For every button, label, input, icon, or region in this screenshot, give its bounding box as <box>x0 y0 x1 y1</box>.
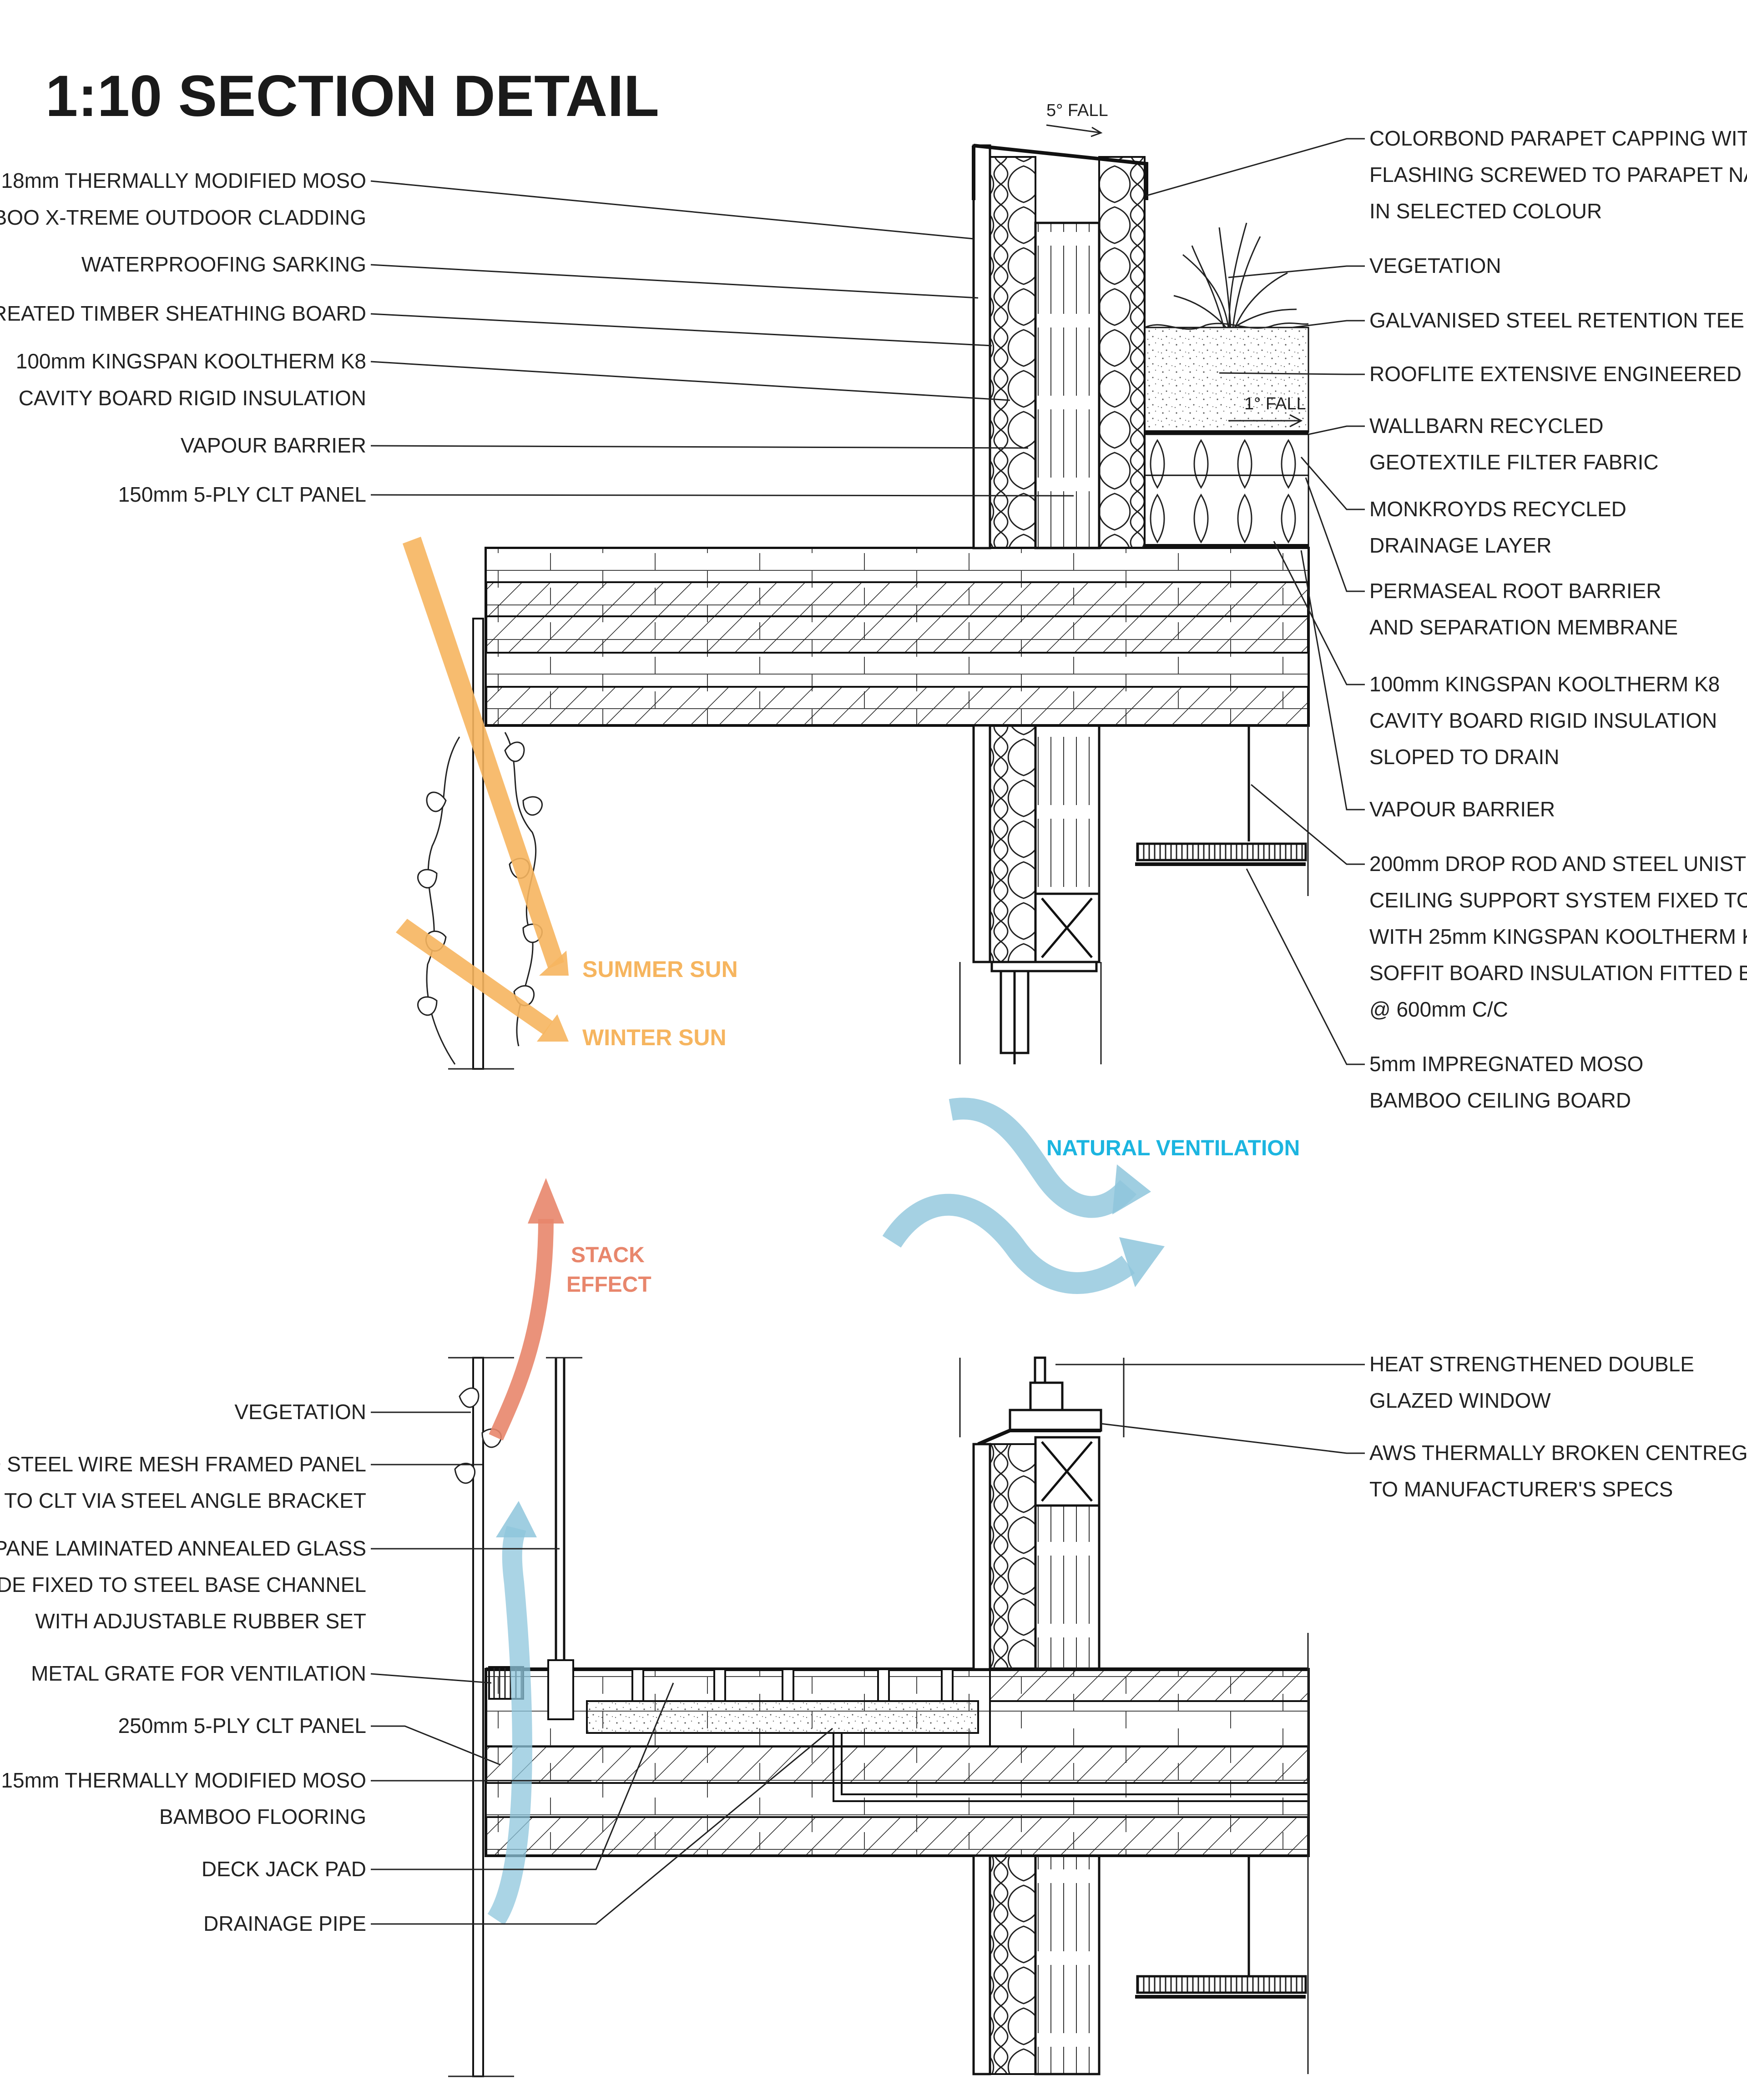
label-moso-cladding: 18mm THERMALLY MODIFIED MOSO <box>1 169 366 192</box>
label-wire-mesh: GALVANISED STEEL WIRE MESH FRAMED PANEL <box>0 1452 366 1476</box>
label-parapet-capping: COLORBOND PARAPET CAPPING WITH <box>1369 126 1747 150</box>
label-waterproofing-sarking: WATERPROOFING SARKING <box>81 252 366 276</box>
label-k8-sloped-2: CAVITY BOARD RIGID INSULATION <box>1369 709 1717 732</box>
label-k8-sloped: 100mm KINGSPAN KOOLTHERM K8 <box>1369 672 1720 696</box>
summer-sun-arrow <box>403 537 569 976</box>
label-drop-rod-2: CEILING SUPPORT SYSTEM FIXED TO CLT <box>1369 888 1747 912</box>
lower-section: STACK EFFECT NATURAL VENTILATION <box>448 1098 1310 2077</box>
label-k8-sloped-3: SLOPED TO DRAIN <box>1369 745 1560 769</box>
label-glass-balustrade: DOUBLE PANE LAMINATED ANNEALED GLASS <box>0 1536 366 1560</box>
natural-ventilation-label: NATURAL VENTILATION <box>1046 1136 1300 1160</box>
roof-fall-label: 1° FALL <box>1244 394 1306 413</box>
roof-clt-slab <box>485 547 1310 727</box>
label-moso-cladding-2: BAMBOO X-TREME OUTDOOR CLADDING <box>0 206 366 229</box>
label-parapet-capping-2: FLASHING SCREWED TO PARAPET NAILER <box>1369 163 1747 186</box>
roof-vegetation <box>1173 222 1297 328</box>
label-parapet-capping-3: IN SELECTED COLOUR <box>1369 199 1602 223</box>
label-retention-tee: GALVANISED STEEL RETENTION TEE <box>1369 308 1744 332</box>
natural-ventilation-arrows <box>882 1098 1165 1294</box>
label-drop-rod-5: @ 600mm C/C <box>1369 997 1508 1021</box>
label-drop-rod-3: WITH 25mm KINGSPAN KOOLTHERM K10 <box>1369 925 1747 948</box>
label-monkroyds-2: DRAINAGE LAYER <box>1369 534 1551 557</box>
winter-sun-label: WINTER SUN <box>582 1025 727 1050</box>
label-double-glazed: HEAT STRENGTHENED DOUBLE <box>1369 1352 1694 1376</box>
glass-balustrade <box>546 1357 582 1720</box>
label-metal-grate: METAL GRATE FOR VENTILATION <box>31 1662 366 1685</box>
label-deck-jack-pad: DECK JACK PAD <box>202 1857 366 1881</box>
winter-sun-arrow <box>396 919 569 1042</box>
lower-left-labels: VEGETATION GALVANISED STEEL WIRE MESH FR… <box>0 1400 366 1935</box>
stack-effect-label-line1: STACK <box>571 1243 645 1267</box>
label-permaseal: PERMASEAL ROOT BARRIER <box>1369 579 1661 603</box>
label-wallbarn: WALLBARN RECYCLED <box>1369 414 1604 438</box>
label-roof-vapour-barrier: VAPOUR BARRIER <box>1369 797 1555 821</box>
label-glass-balustrade-2: BALUSTRADE FIXED TO STEEL BASE CHANNEL <box>0 1573 366 1596</box>
stack-effect-arrow <box>489 1178 564 1441</box>
label-wallbarn-2: GEOTEXTILE FILTER FABRIC <box>1369 450 1659 474</box>
leader-lines <box>370 138 1365 1925</box>
label-clt-250: 250mm 5-PLY CLT PANEL <box>118 1714 366 1737</box>
summer-sun-label: SUMMER SUN <box>582 957 738 982</box>
stack-effect-label-line2: EFFECT <box>566 1273 651 1297</box>
label-moso-flooring: 15mm THERMALLY MODIFIED MOSO <box>1 1768 366 1792</box>
parapet-fall-label: 5° FALL <box>1046 101 1108 120</box>
label-k8-insulation-2: CAVITY BOARD RIGID INSULATION <box>19 386 366 410</box>
label-moso-flooring-2: BAMBOO FLOORING <box>159 1805 366 1828</box>
upper-left-labels: 18mm THERMALLY MODIFIED MOSO BAMBOO X-TR… <box>0 169 366 506</box>
label-k8-insulation: 100mm KINGSPAN KOOLTHERM K8 <box>16 349 366 373</box>
label-permaseal-2: AND SEPARATION MEMBRANE <box>1369 615 1678 639</box>
label-rooflite-soil: ROOFLITE EXTENSIVE ENGINEERED SOIL <box>1369 362 1747 386</box>
green-roof <box>1144 322 1309 549</box>
label-drop-rod: 200mm DROP ROD AND STEEL UNISTRUT <box>1369 852 1747 876</box>
deck-and-jacks <box>560 1667 1308 1802</box>
label-ceiling-board-2: BAMBOO CEILING BOARD <box>1369 1088 1631 1112</box>
label-ceiling-board: 5mm IMPREGNATED MOSO <box>1369 1052 1643 1076</box>
label-facade-vegetation: VEGETATION <box>234 1400 366 1424</box>
label-vapour-barrier: VAPOUR BARRIER <box>181 433 366 457</box>
lower-wall-window <box>959 1356 1309 2075</box>
floor-clt-slab <box>485 1667 1310 1857</box>
label-drainage-pipe: DRAINAGE PIPE <box>203 1912 366 1935</box>
label-sheathing-board: 10mm TREATED TIMBER SHEATHING BOARD <box>0 302 366 325</box>
page-title: 1:10 SECTION DETAIL <box>45 64 659 129</box>
lower-right-labels: HEAT STRENGTHENED DOUBLE GLAZED WINDOW A… <box>1369 1352 1747 1501</box>
rising-air-arrow <box>487 1501 537 1925</box>
upper-wall-below <box>959 724 1102 1064</box>
label-monkroyds: MONKROYDS RECYCLED <box>1369 497 1626 521</box>
label-centreglaze: AWS THERMALLY BROKEN CENTREGLAZE <box>1369 1441 1747 1465</box>
label-roof-vegetation: VEGETATION <box>1369 254 1501 277</box>
roof-fall-arrow <box>1228 414 1303 428</box>
label-centreglaze-2: TO MANUFACTURER'S SPECS <box>1369 1477 1673 1501</box>
label-wire-mesh-2: BOLTED TO CLT VIA STEEL ANGLE BRACKET <box>0 1489 366 1512</box>
label-clt-150: 150mm 5-PLY CLT PANEL <box>118 483 366 506</box>
upper-section: SUMMER SUN WINTER SUN 5° FALL 1° FALL <box>396 101 1310 1070</box>
label-glass-balustrade-3: WITH ADJUSTABLE RUBBER SET <box>35 1609 366 1633</box>
parapet-fall-arrow <box>1046 124 1103 137</box>
lower-green-facade <box>448 1357 514 2077</box>
ceiling-support <box>1135 725 1309 896</box>
label-drop-rod-4: SOFFIT BOARD INSULATION FITTED BETWEEN <box>1369 961 1747 985</box>
label-double-glazed-2: GLAZED WINDOW <box>1369 1389 1551 1412</box>
parapet <box>972 144 1148 549</box>
upper-right-labels: COLORBOND PARAPET CAPPING WITH FLASHING … <box>1369 126 1747 1112</box>
